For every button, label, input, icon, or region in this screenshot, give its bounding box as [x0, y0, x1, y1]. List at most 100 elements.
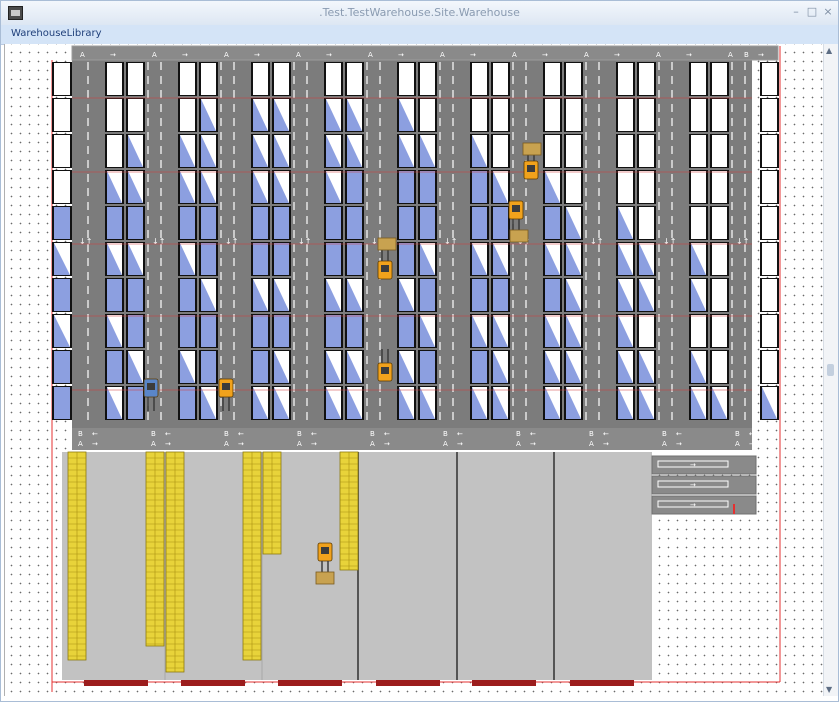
lane-label-a: A [152, 51, 157, 59]
rack-column-3a-stock [253, 171, 268, 203]
rack-column-0-cell [54, 171, 70, 203]
rack-column-2b-stock [201, 135, 216, 167]
rack-column-1a-stock [107, 387, 122, 419]
rack-column-7a-cell [545, 63, 560, 95]
rack-column-1b-stock [128, 207, 143, 239]
rack-column-2a-stock [180, 351, 195, 383]
rack-column-2a-stock [180, 243, 195, 275]
lane-arrow-right: → [326, 51, 332, 59]
rack-column-6a-stock [472, 315, 487, 347]
lane-label-b: B [151, 430, 156, 438]
menu-warehouse-library[interactable]: WarehouseLibrary [11, 28, 102, 39]
forklift-cab [381, 367, 389, 374]
rack-column-8b-stock [639, 387, 654, 419]
rack-column-6b-stock [493, 279, 508, 311]
rack-column-5b-cell [420, 63, 435, 95]
lane-label-a: A [656, 51, 661, 59]
forklift-icon[interactable] [143, 378, 159, 411]
lane-arrow-right: → [603, 440, 609, 448]
rack-column-9a-cell [691, 135, 706, 167]
scroll-up-icon[interactable]: ▲ [826, 46, 833, 55]
rack-column-9b-cell [712, 99, 727, 131]
rack-column-10-cell [762, 207, 777, 239]
rack-column-4a-stock [326, 99, 341, 131]
rack-column-8a-stock [618, 351, 633, 383]
rack-column-8b-stock [639, 351, 654, 383]
rack-column-8a-stock [618, 243, 633, 275]
rack-column-5a-stock [399, 243, 414, 275]
rack-column-7a-stock [545, 171, 560, 203]
rack-column-2b-stock [201, 99, 216, 131]
app-icon[interactable] [8, 6, 23, 20]
close-button[interactable]: × [823, 5, 833, 18]
scroll-thumb[interactable] [827, 364, 834, 376]
rack-column-3a-stock [253, 99, 268, 131]
lane-label-b: B [297, 430, 302, 438]
rack-column-5b-stock [420, 279, 435, 311]
rack-column-7b-cell [566, 135, 581, 167]
rack-column-8a-stock [618, 207, 633, 239]
rack-column-2a-cell [180, 63, 195, 95]
rack-column-2b-stock [201, 315, 216, 347]
rack-column-9a-stock [691, 387, 706, 419]
rack-column-6b-stock [493, 315, 508, 347]
rack-column-1b-stock [128, 387, 143, 419]
carried-pallet-4 [315, 571, 335, 585]
lane-arrow-right: → [614, 51, 620, 59]
rack-column-0-cell [54, 135, 70, 167]
rack-column-10-cell [762, 99, 777, 131]
lane-label-a: A [370, 440, 375, 448]
rack-column-1a-stock [107, 279, 122, 311]
lane-arrow-left: ← [676, 430, 682, 438]
conveyor-track [657, 480, 729, 488]
vertical-scrollbar[interactable]: ▲ ▼ [823, 44, 838, 696]
conveyor-arrow: → [690, 501, 696, 509]
conveyor-loop-1 [651, 455, 757, 475]
lane-arrow-left: ← [530, 430, 536, 438]
rack-column-9a-cell [691, 63, 706, 95]
rack-column-1a-cell [107, 135, 122, 167]
rack-column-10-cell [762, 279, 777, 311]
lane-label-b: B [735, 430, 740, 438]
rack-column-7a-stock [545, 387, 560, 419]
dock-door-5 [472, 680, 536, 686]
rack-column-7a-cell [545, 99, 560, 131]
minimize-button[interactable]: – [793, 5, 799, 18]
dock-door-6 [570, 680, 634, 686]
rack-column-3a-stock [253, 279, 268, 311]
scroll-down-icon[interactable]: ▼ [826, 685, 833, 694]
rack-column-0-stock [54, 315, 70, 347]
forklift-icon[interactable] [508, 200, 524, 233]
rack-column-6b-cell [493, 99, 508, 131]
rack-column-10-cell [762, 315, 777, 347]
rack-column-5b-stock [420, 135, 435, 167]
rack-column-3b-stock [274, 135, 289, 167]
top-transport-lane [71, 45, 779, 61]
rack-column-3a-stock [253, 351, 268, 383]
aisle-turn-marker: ↓↑ [590, 237, 603, 246]
rack-column-4a-cell [326, 63, 341, 95]
forklift-icon[interactable] [377, 349, 393, 382]
maximize-button[interactable]: □ [806, 5, 818, 18]
pallet-stack-5 [262, 451, 282, 555]
rack-column-2b-stock [201, 387, 216, 419]
rack-column-2a-stock [180, 315, 195, 347]
rack-column-6a-stock [472, 243, 487, 275]
rack-column-1b-stock [128, 171, 143, 203]
rack-column-0-cell [54, 99, 70, 131]
conveyor-arrow: → [690, 481, 696, 489]
rack-column-7b-stock [566, 315, 581, 347]
rack-column-3a-stock [253, 315, 268, 347]
rack-column-7a-stock [545, 351, 560, 383]
lane-label-a: A [662, 440, 667, 448]
lane-label-a: A [735, 440, 740, 448]
lane-label-a: A [440, 51, 445, 59]
rack-column-5a-stock [399, 351, 414, 383]
forklift-icon[interactable] [218, 378, 234, 411]
rack-column-0-stock [54, 207, 70, 239]
rack-column-4b-stock [347, 315, 362, 347]
rack-column-5b-stock [420, 351, 435, 383]
rack-column-8b-cell [639, 207, 654, 239]
window-title: .Test.TestWarehouse.Site.Warehouse [319, 6, 520, 19]
rack-column-1b-stock [128, 351, 143, 383]
